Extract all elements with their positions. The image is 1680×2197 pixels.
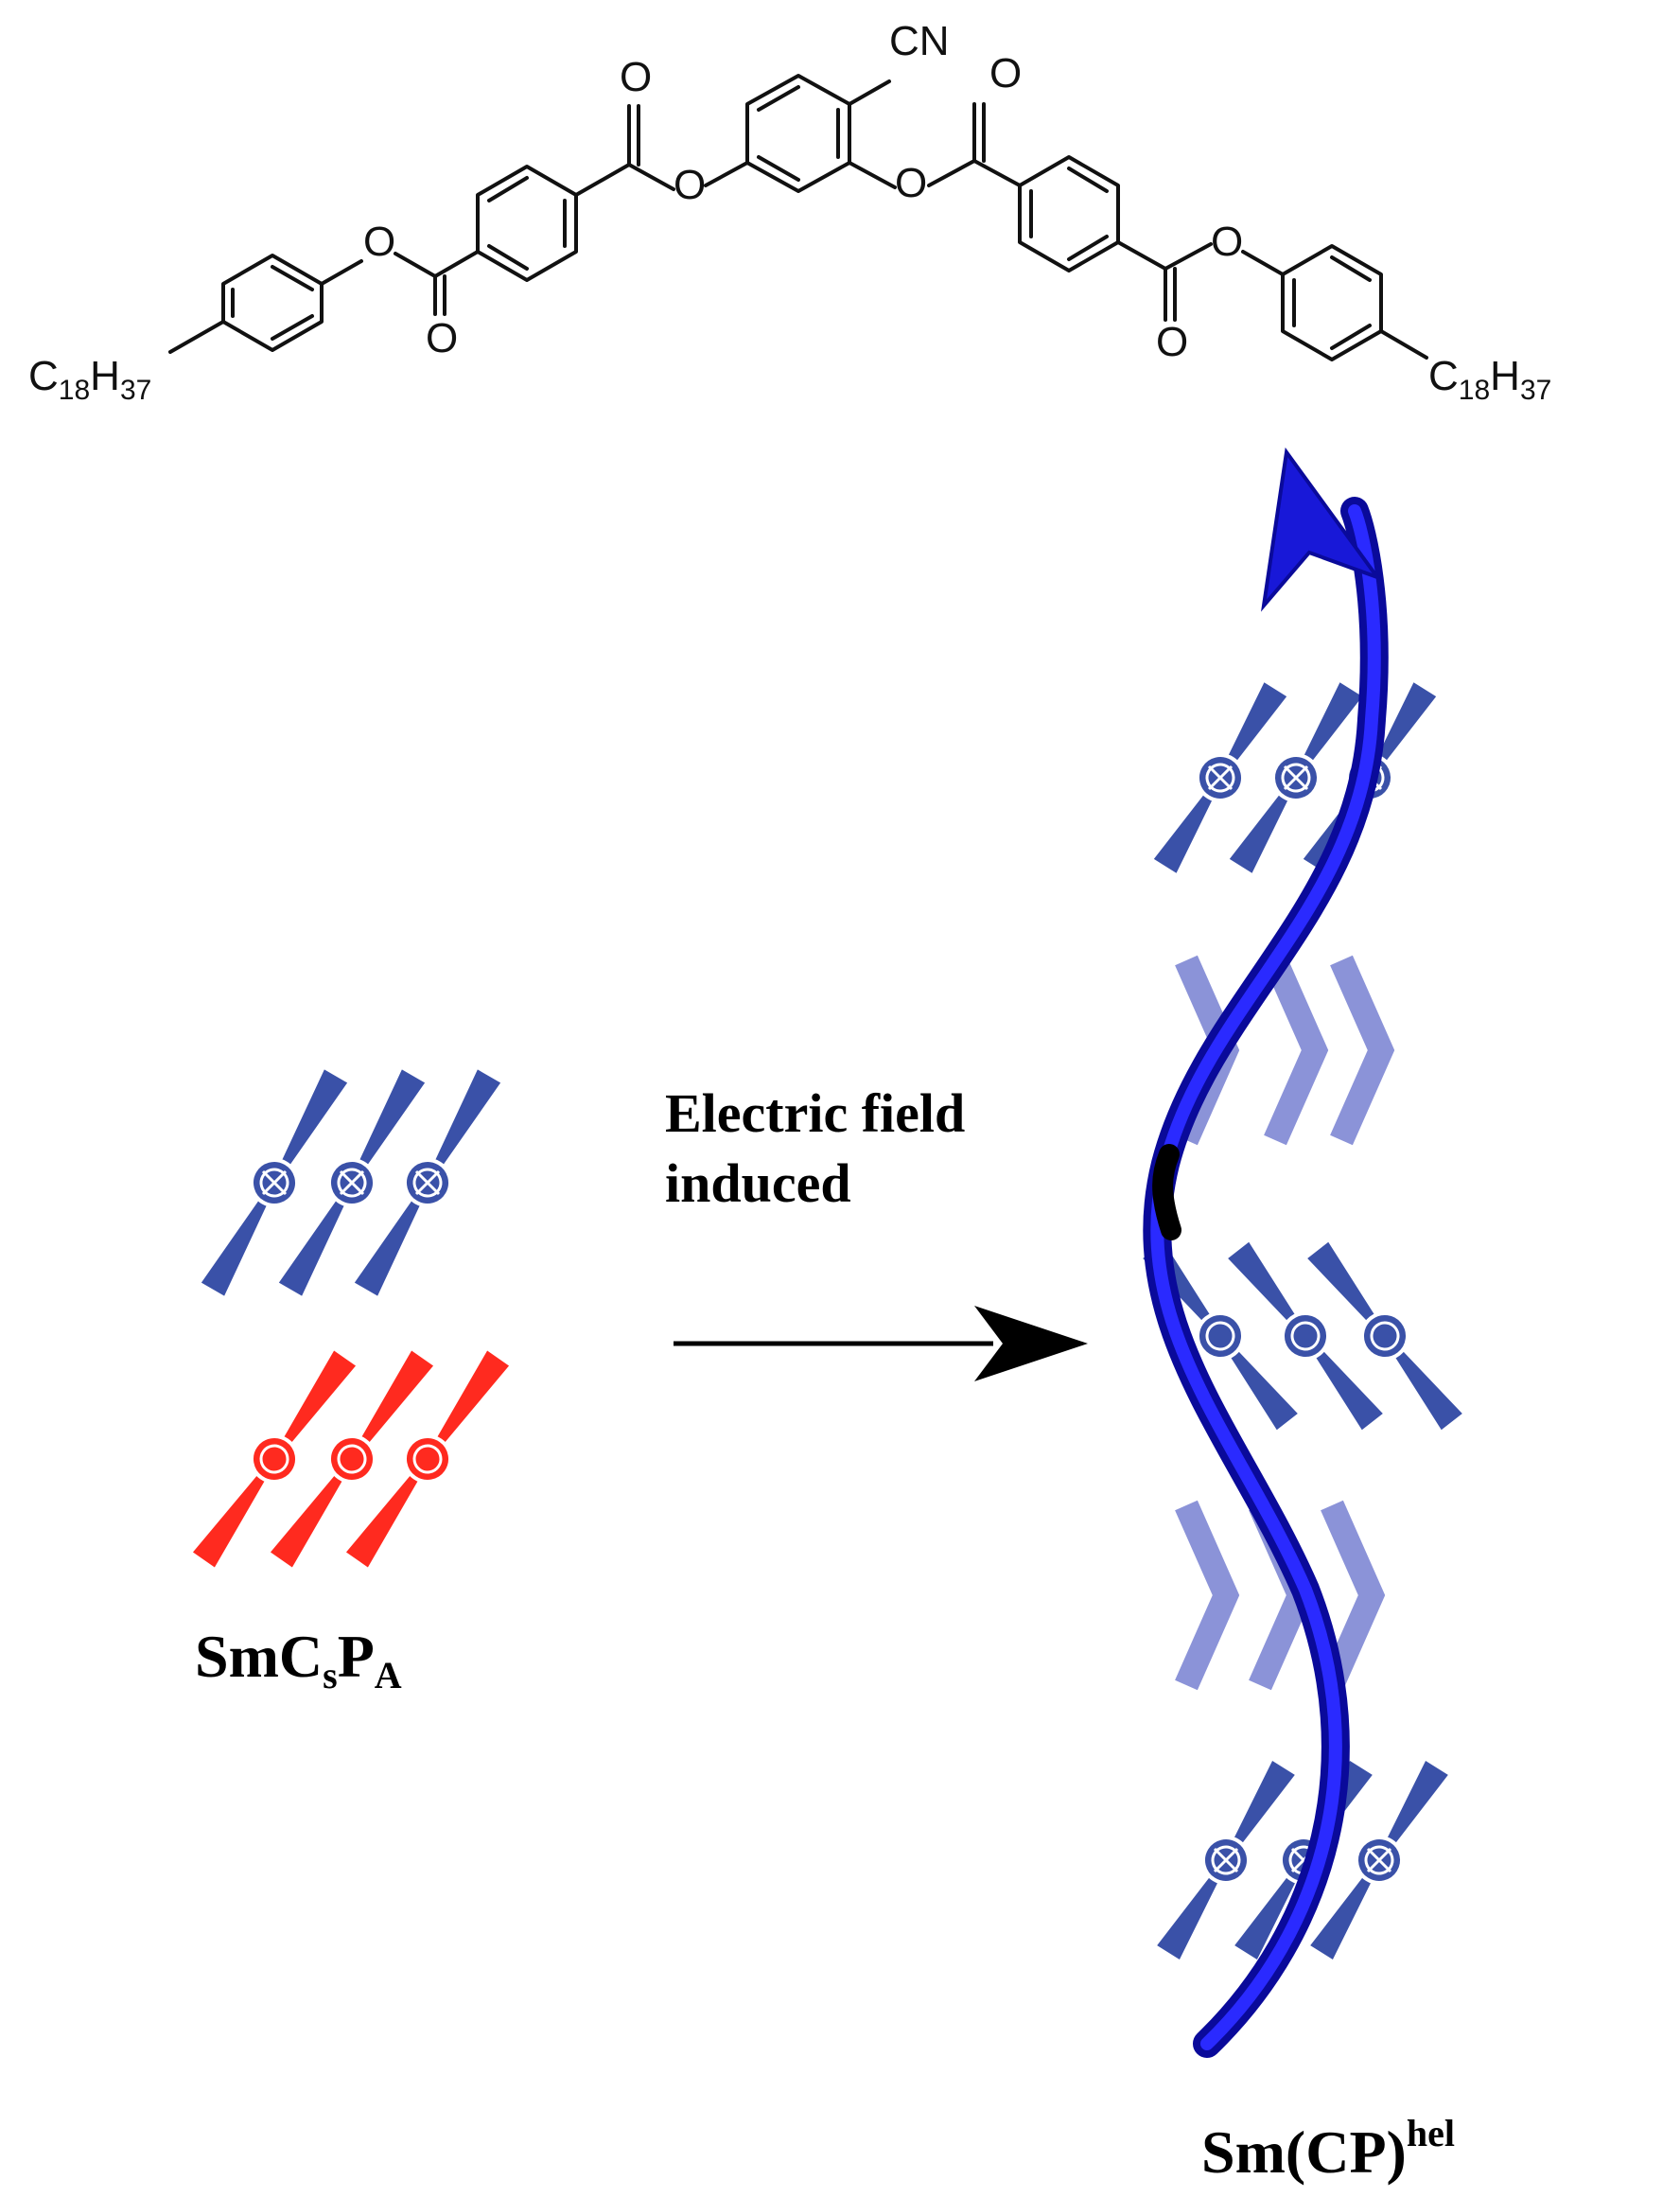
smc-blue-molecule-1 — [201, 1069, 348, 1296]
left-phase-molecules — [192, 1069, 510, 1568]
phenyl-ring-2 — [476, 165, 578, 282]
central-ring — [745, 74, 851, 193]
right-phase-molecules — [1143, 682, 1462, 1960]
phenyl-ring-left — [221, 254, 324, 352]
smc-blue-molecule-3 — [354, 1069, 501, 1296]
right-alkyl-chain: C18H37 — [1428, 353, 1551, 406]
helix-chevron-upper-3 — [1330, 955, 1395, 1146]
smc-blue-molecule-2 — [278, 1069, 426, 1296]
helix-middle-molecule-3 — [1307, 1241, 1462, 1431]
right-phase-label: Sm(CP)hel — [1201, 2112, 1455, 2186]
caption-line-2: induced — [665, 1152, 851, 1214]
carbonyl-oxygen-2: O — [620, 54, 652, 100]
cyano-group: CN — [889, 18, 950, 64]
caption-line-1: Electric field — [665, 1082, 965, 1144]
ester-oxygen-4: O — [1211, 219, 1243, 265]
ester-oxygen-3: O — [895, 160, 927, 206]
smc-red-molecule-3 — [345, 1350, 510, 1568]
carbonyl-oxygen-4: O — [1156, 319, 1188, 365]
phenyl-ring-right — [1281, 244, 1383, 361]
phenyl-ring-4 — [1018, 155, 1120, 272]
helix-bottom-molecule-1 — [1157, 1761, 1295, 1960]
left-phase-label: SmCsPA — [195, 1623, 402, 1696]
carbonyl-oxygen-3: O — [989, 50, 1022, 97]
ester-oxygen-1: O — [363, 219, 395, 265]
left-alkyl-chain: C18H37 — [28, 353, 151, 406]
carbonyl-oxygen-1: O — [426, 315, 458, 361]
ester-oxygen-2: O — [674, 162, 706, 208]
helix-middle-molecule-1 — [1143, 1241, 1298, 1431]
helix-chevron-lower-3 — [1321, 1500, 1386, 1691]
helix-chevron-upper-2 — [1264, 955, 1329, 1146]
helix-top-molecule-1 — [1153, 682, 1287, 873]
helix-middle-molecule-2 — [1228, 1241, 1383, 1431]
helix-axis — [1143, 447, 1389, 2058]
helix-chevron-lower-1 — [1175, 1500, 1240, 1691]
helix-top-molecule-2 — [1229, 682, 1363, 873]
chemical-structure: C18H37 O O O O C — [28, 18, 1551, 406]
helix-bottom-molecule-3 — [1310, 1761, 1448, 1960]
smc-red-molecule-1 — [192, 1350, 357, 1568]
smc-red-molecule-2 — [270, 1350, 434, 1568]
field-arrow — [674, 1306, 1088, 1381]
